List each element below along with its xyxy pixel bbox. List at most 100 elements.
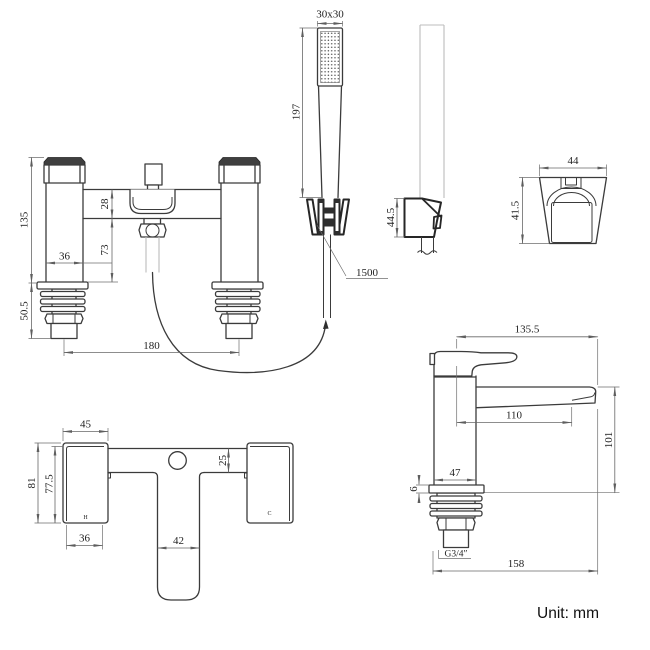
side-washer-1 [429, 495, 483, 502]
right-threaded-tail [225, 322, 253, 340]
holder-side-seam [421, 197, 442, 218]
side-body [433, 375, 477, 486]
diverter-stem [146, 184, 160, 191]
dim-spout-depth: 28 [99, 198, 111, 210]
left-hex-nut [44, 313, 84, 325]
hose-outlet-flange [143, 217, 162, 225]
unit-note: Unit: mm [537, 605, 599, 622]
side-washer-2 [429, 502, 483, 510]
left-washer-1 [39, 290, 86, 298]
handset-side-ghost [419, 24, 445, 198]
dim-body-to-base: 73 [99, 244, 111, 256]
side-hex-nut [436, 517, 476, 531]
front-view: 135 50.5 36 28 73 180 [19, 156, 329, 374]
bath-spout-lip [132, 197, 173, 210]
handset-front-view: 30x30 197 1500 [291, 9, 388, 318]
side-handle-tab [429, 352, 436, 366]
side-view: 135.5 110 101 47 6 G3/4″ 158 [408, 324, 620, 575]
hose-leader [316, 224, 388, 279]
handset-spray-face [320, 31, 340, 83]
side-threaded-tail [442, 529, 470, 549]
body-bar [82, 188, 222, 220]
hose-outlet-nut-face [145, 223, 160, 238]
dim-bracket-width: 44 [568, 155, 580, 167]
dim-head-size: 30x30 [316, 9, 344, 21]
dim-handle-base-width: 36 [79, 533, 91, 545]
right-pillar [211, 157, 264, 340]
holder-crossbar-lower [323, 218, 335, 227]
hose-curve [151, 271, 327, 374]
bracket-clip-inner-arc [553, 192, 590, 207]
left-washer-2 [39, 298, 86, 305]
dim-spout-height: 101 [603, 432, 615, 449]
holder-right-bar [333, 198, 341, 236]
side-spout-inner [571, 392, 596, 401]
wall-bracket-view: 44 41.5 [510, 155, 608, 245]
dim-holder-depth: 44.5 [385, 207, 397, 227]
thread-label: G3/4″ [445, 550, 468, 560]
right-washer-1 [214, 290, 261, 298]
bracket-body [538, 176, 608, 245]
dim-tap-centres: 180 [143, 340, 160, 352]
side-handle-lever [433, 350, 518, 377]
diverter-knob [144, 163, 163, 186]
right-base-plate [211, 281, 264, 290]
top-spout-stem [152, 471, 205, 601]
dim-undermount: 50.5 [19, 301, 31, 321]
dim-bar-depth: 25 [217, 455, 229, 467]
bath-spout [129, 189, 176, 215]
right-pillar-body [220, 182, 259, 283]
left-handle-cap [43, 164, 86, 184]
left-threaded-tail [50, 322, 78, 340]
top-left-handle [62, 442, 109, 524]
hose-outlet-tube [145, 237, 160, 273]
left-washer-3 [39, 305, 86, 313]
holder-side-tab [432, 214, 443, 230]
holder-crossbar-upper [323, 207, 335, 214]
top-diverter-hole [168, 451, 187, 470]
hose-outlet-nut [138, 223, 167, 238]
right-handle-cap [218, 164, 261, 184]
handset-holder-front [306, 198, 350, 236]
dim-spout-reach: 110 [506, 410, 523, 422]
dim-projection: 135.5 [515, 324, 540, 336]
front-view-dimensions: 135 50.5 36 28 73 180 [19, 156, 240, 356]
right-washer-3 [214, 305, 261, 313]
dim-spout-width: 42 [173, 535, 184, 547]
holder-left-wing [306, 198, 319, 236]
holder-side-profile [403, 197, 442, 238]
left-pillar [36, 157, 89, 340]
left-handle-cap-top [43, 157, 86, 166]
side-spout [475, 386, 597, 409]
dim-handle-depth: 77.5 [44, 474, 56, 494]
cold-label: C [267, 511, 271, 517]
handset-side-view: 44.5 [385, 24, 445, 255]
left-base-plate [36, 281, 89, 290]
dim-hose-length: 1500 [356, 267, 379, 279]
dim-body-depth: 47 [450, 467, 462, 479]
dim-pillar-width: 36 [59, 251, 71, 263]
right-handle-cap-top [218, 157, 261, 166]
top-right-handle-inner [250, 446, 290, 521]
bracket-inner-block [551, 202, 593, 243]
bracket-top-notch [560, 177, 582, 189]
dim-handle-width: 45 [80, 419, 92, 431]
dim-handset-length: 197 [291, 103, 303, 120]
dim-deck-thickness: 6 [408, 486, 420, 492]
right-hex-nut [219, 313, 259, 325]
side-washer-3 [429, 510, 483, 517]
holder-hose-stub [421, 237, 434, 253]
dim-height: 135 [19, 211, 31, 228]
bracket-clip-outer-arc [546, 186, 597, 207]
hose-break-squiggle [417, 250, 438, 255]
dim-overall-depth: 158 [508, 558, 525, 570]
handset-handle [317, 85, 343, 199]
dim-overall-depth-top: 81 [26, 478, 38, 489]
top-left-handle-inner [66, 446, 104, 521]
top-right-handle [246, 442, 294, 524]
left-pillar-body [45, 182, 84, 283]
hose-curve-arrow [323, 319, 329, 329]
hot-label: H [83, 515, 88, 521]
